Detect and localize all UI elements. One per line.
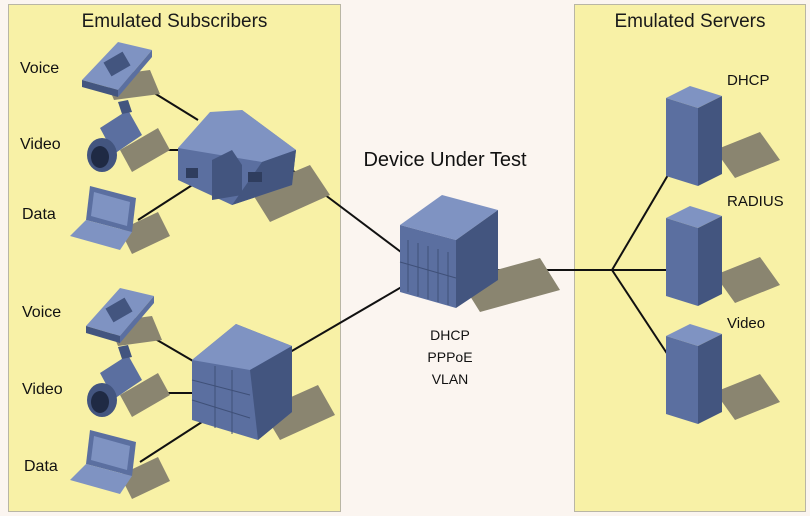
link-building-dut (284, 284, 406, 356)
voice-label: Voice (22, 304, 62, 321)
voice-label: Voice (20, 60, 60, 77)
laptop-icon (70, 430, 170, 499)
video-label: Video (20, 136, 61, 153)
telephone-icon (86, 288, 162, 346)
link-server-video (611, 269, 669, 356)
dut-protocol-dhcp: DHCP (430, 327, 470, 343)
dut-protocol-pppoe: PPPoE (427, 349, 473, 365)
laptop-icon (70, 186, 170, 254)
telephone-icon (82, 42, 160, 100)
device-under-test-icon (399, 195, 560, 312)
video-camera-icon (87, 100, 170, 172)
server-label-dhcp: DHCP (727, 72, 770, 89)
server-label-video: Video (727, 315, 766, 332)
video-camera-icon (87, 345, 170, 417)
link-server-dhcp (611, 174, 669, 271)
emulated-servers-panel: Emulated Servers (574, 4, 806, 512)
dut-protocol-vlan: VLAN (431, 371, 469, 387)
office-building-icon (191, 324, 335, 440)
data-label: Data (24, 458, 58, 475)
video-server-icon (666, 324, 780, 424)
video-label: Video (22, 381, 63, 398)
server-label-radius: RADIUS (727, 193, 784, 210)
link-data-1-house (137, 179, 201, 221)
emulated-subscribers-panel: Emulated Subscribers (8, 4, 341, 512)
dhcp-server-icon (666, 86, 780, 186)
subscribers-panel-title: Emulated Subscribers (81, 11, 268, 32)
house-icon (178, 110, 330, 222)
radius-server-icon (666, 206, 780, 306)
link-data-2-building (139, 419, 206, 463)
data-label: Data (22, 206, 56, 223)
device-under-test-title: Device Under Test (363, 149, 527, 171)
servers-panel-title: Emulated Servers (614, 11, 766, 32)
